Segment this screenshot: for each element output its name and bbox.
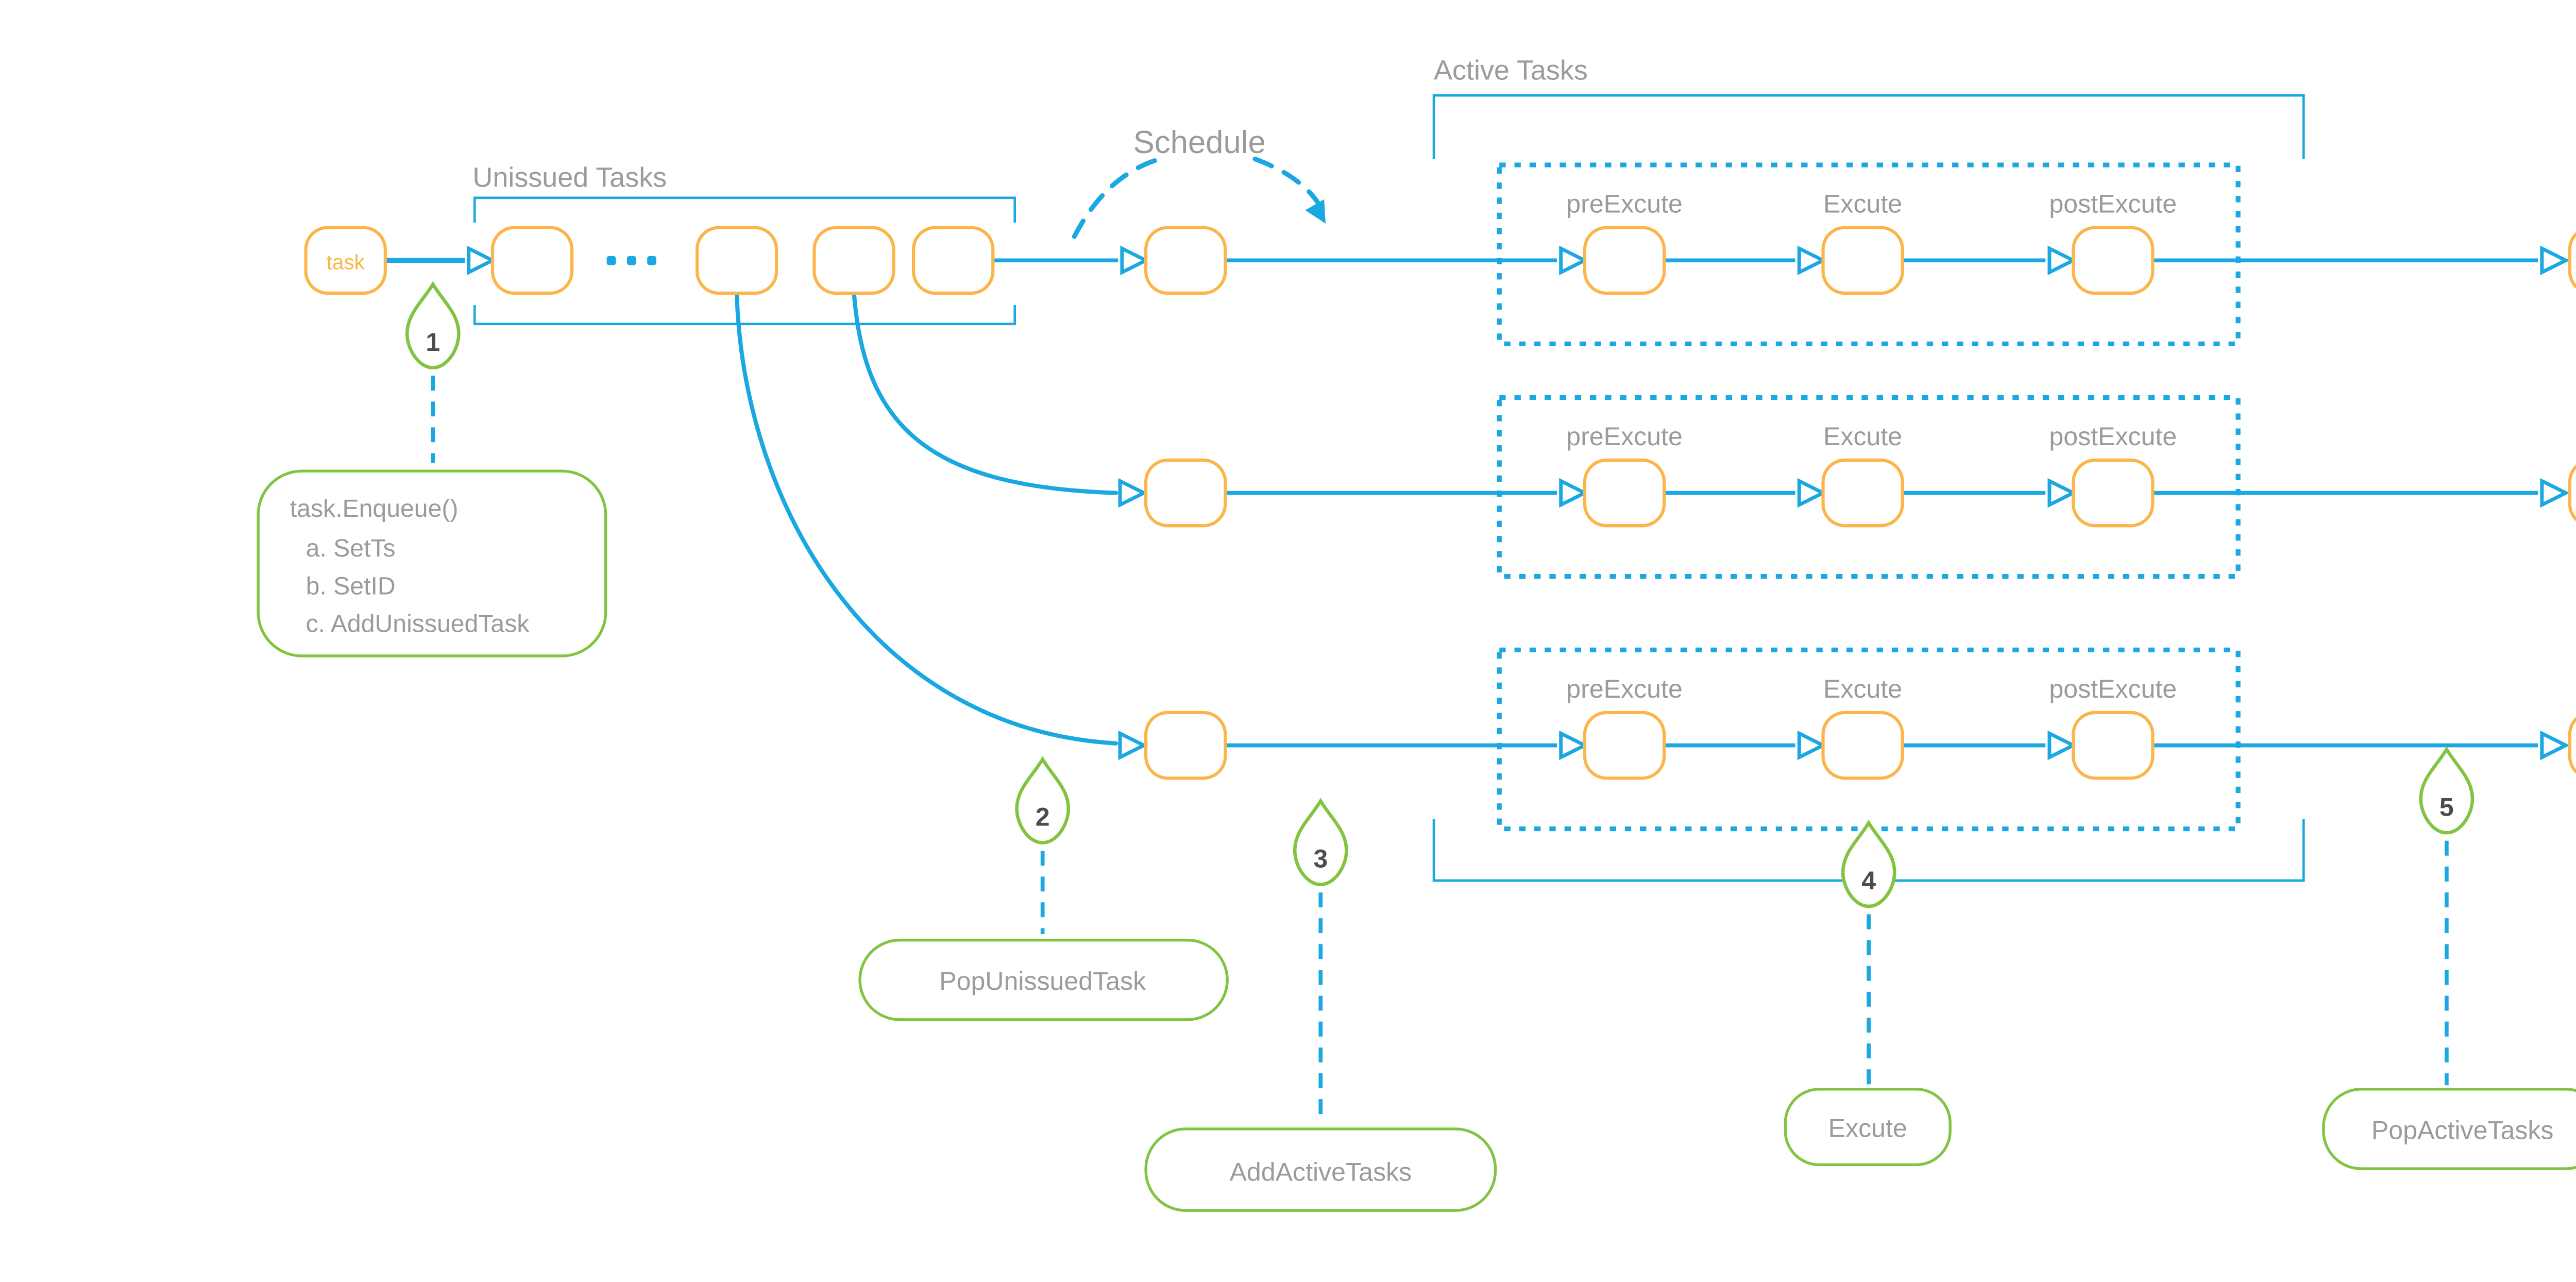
schedule-arrowhead-icon [1305,199,1326,224]
row3-arrowhead-post-icon [2047,730,2077,761]
row2-post-execute-label: postExcute [2049,422,2177,451]
task-node [304,226,387,295]
callout-pop-unissued-label: PopUnissuedTask [939,967,1146,996]
callout-execute-label: Excute [1828,1114,1907,1142]
row2-post-execute-node [2072,458,2155,528]
queue-node-1 [490,226,574,295]
row3-post-execute-label: postExcute [2049,674,2177,703]
row2-arrowhead-end-icon [2540,478,2570,508]
row3-pre-execute-node [1583,711,1666,780]
row1-post-execute-label: postExcute [2049,190,2177,218]
row2-arrowhead-exec-icon [1797,478,1827,508]
arrowhead-row2-entry-icon [1118,478,1148,508]
row3-arrowhead-pre-icon [1559,730,1589,761]
row1-post-execute-node [2072,226,2155,295]
marker-1: 1 [405,281,461,369]
unissued-tasks-bracket-top [473,196,1016,223]
row2-start-node [1144,458,1227,528]
callout-enqueue-line-1: task.Enqueue() [290,495,459,522]
callout-add-active-label: AddActiveTasks [1230,1157,1412,1186]
active-tasks-bracket-top [1432,94,2305,159]
arrowhead-row3-entry-icon [1118,730,1148,761]
marker-1-number: 1 [426,328,440,357]
row1-arrowhead-end-icon [2540,245,2570,276]
row3-arrowhead-end-icon [2540,730,2570,761]
marker-2: 2 [1015,756,1071,845]
marker-3-number: 3 [1313,845,1328,873]
unissued-tasks-label: Unissued Tasks [472,162,667,193]
row2-end-node [2568,464,2576,521]
queue-node-4 [912,226,995,295]
marker-3: 3 [1293,798,1348,886]
marker-4-number: 4 [1861,866,1876,895]
curve-queue-to-row2 [852,290,1118,495]
row3-arrowhead-exec-icon [1797,730,1827,761]
curve-queue-to-row3 [735,290,1118,746]
callout-pop-unissued-box [858,938,1229,1021]
callout-execute-box [1784,1088,1952,1167]
callout-pop-active-box [2322,1088,2576,1170]
marker-4-drop-icon [1841,819,1896,908]
row1-execute-label: Excute [1823,190,1902,218]
row2-pre-execute-node [1583,458,1666,528]
marker-5: 5 [2419,746,2475,835]
row2-arrowhead-pre-icon [1559,478,1589,508]
unissued-tasks-bracket-bottom [473,305,1016,326]
row1-arrowhead-pre-icon [1559,245,1589,276]
row3-end-node [2568,717,2576,774]
marker-4: 4 [1841,819,1896,908]
callout-enqueue-line-3: b. SetID [306,572,396,600]
pipeline-box-row1 [1497,162,2241,346]
arrowhead-task-to-queue-icon [467,245,497,276]
active-tasks-label: Active Tasks [1434,55,1588,86]
callout-enqueue-box [257,469,607,657]
row1-start-node [1144,226,1227,295]
callout-pop-active-label: PopActiveTasks [2371,1116,2554,1144]
row1-pre-execute-node [1583,226,1666,295]
queue-ellipsis-dot-3 [647,256,656,265]
row3-execute-label: Excute [1823,674,1902,703]
callout-enqueue-line-2: a. SetTs [306,534,396,562]
row3-pre-execute-label: preExcute [1566,674,1683,703]
pipeline-box-row2 [1497,395,2241,579]
task-node-label: task [327,250,365,274]
row3-start-node [1144,711,1227,780]
row2-arrowhead-post-icon [2047,478,2077,508]
queue-ellipsis-dot-2 [626,256,636,265]
row2-pre-execute-label: preExcute [1566,422,1683,451]
marker-5-drop-icon [2419,746,2475,835]
row1-arrowhead-post-icon [2047,245,2077,276]
queue-node-2 [695,226,778,295]
row1-execute-node [1821,226,1904,295]
callout-add-active-box [1144,1127,1497,1212]
schedule-label: Schedule [1133,125,1266,160]
row3-post-execute-node [2072,711,2155,780]
arrowhead-schedule-entry-icon [1120,245,1150,276]
marker-5-number: 5 [2439,792,2454,821]
callout-enqueue-line-4: c. AddUnissuedTask [306,610,530,638]
row2-execute-node [1821,458,1904,528]
row2-execute-label: Excute [1823,422,1902,451]
row3-execute-node [1821,711,1904,780]
marker-2-number: 2 [1036,803,1050,832]
row1-end-node [2568,232,2576,289]
queue-ellipsis-dot-1 [606,256,616,265]
queue-node-3 [812,226,895,295]
row1-pre-execute-label: preExcute [1566,190,1683,218]
marker-2-drop-icon [1015,756,1071,845]
schedule-arc-left [1072,156,1162,239]
row1-arrowhead-exec-icon [1797,245,1827,276]
marker-1-drop-icon [405,281,461,369]
marker-3-drop-icon [1293,798,1348,886]
